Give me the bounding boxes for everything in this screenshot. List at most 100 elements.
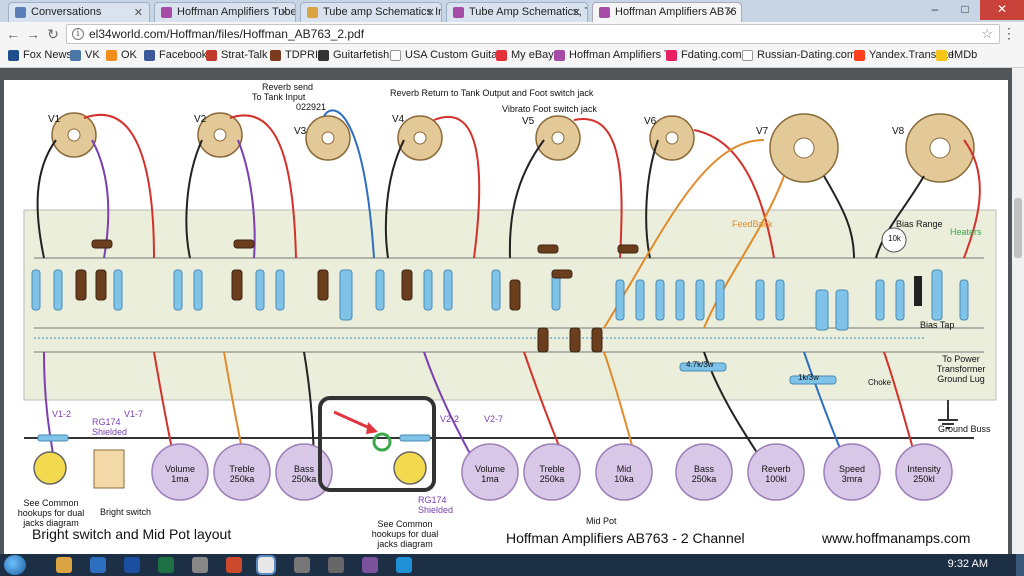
bookmark-label: Fox News — [23, 49, 72, 61]
input-jack-1 — [33, 451, 67, 485]
bookmark-usa-custom-guitars[interactable]: USA Custom Guitars — [390, 49, 506, 61]
excel-icon[interactable] — [158, 557, 174, 573]
media-icon[interactable] — [90, 557, 106, 573]
bookmark-label: Fdating.com — [681, 49, 742, 61]
bookmark-label: USA Custom Guitars — [405, 49, 507, 61]
reload-icon[interactable]: ↻ — [47, 26, 59, 42]
note-power-ground: To Power Transformer Ground Lug — [936, 354, 986, 384]
bookmark-yandex-translate[interactable]: Yandex.Translate — [854, 49, 954, 61]
tab-title: Tube Amp Schematics, T — [469, 6, 588, 18]
page-icon — [390, 50, 401, 61]
menu-icon[interactable]: ⋮ — [1002, 25, 1016, 41]
forward-icon[interactable]: → — [26, 26, 40, 42]
bookmark-ok[interactable]: OK — [106, 49, 137, 61]
bookmark-russian-dating[interactable]: Russian-Dating.com — [742, 49, 856, 61]
note-vibrato: Vibrato Foot switch jack — [502, 104, 597, 114]
ebay-icon — [496, 50, 507, 61]
minimize-button[interactable]: – — [931, 2, 939, 16]
app-icon[interactable] — [294, 557, 310, 573]
close-icon[interactable]: ✕ — [725, 7, 735, 19]
bookmark-label: Yandex.Translate — [869, 49, 954, 61]
tube-label-v2: V2 — [194, 114, 207, 125]
scrollbar[interactable] — [1012, 68, 1024, 554]
tube-label-v5: V5 — [522, 116, 535, 127]
tab-strip: Conversations ✕ Hoffman Amplifiers Tube … — [0, 0, 1024, 23]
highlight-box — [318, 396, 436, 492]
bookmark-label: OK — [121, 49, 137, 61]
note-common-hookups-1: See Common hookups for dual jacks diagra… — [17, 498, 85, 528]
bookmark-strat-talk[interactable]: Strat-Talk — [206, 49, 267, 61]
pot-mid — [595, 443, 653, 501]
bookmark-hoffman[interactable]: Hoffman Amplifiers T — [554, 49, 671, 61]
bookmark-star-icon[interactable]: ☆ — [981, 26, 993, 41]
vk-icon — [70, 50, 81, 61]
bookmark-label: Guitarfetish — [333, 49, 390, 61]
note-v2-2: V2-2 — [440, 414, 460, 424]
address-text: el34world.com/Hoffman/files/Hoffman_AB76… — [89, 27, 365, 41]
bookmark-imdb[interactable]: IMDb — [936, 49, 977, 61]
bookmark-fox-news[interactable]: Fox News — [8, 49, 72, 61]
info-icon[interactable]: i — [72, 28, 84, 40]
show-desktop-button[interactable] — [1016, 554, 1024, 576]
maximize-button[interactable]: □ — [961, 2, 969, 16]
tab-tube-amp-schematics[interactable]: Tube amp Schematics In ✕ — [300, 2, 442, 22]
guitarfetish-icon — [318, 50, 329, 61]
pdf-page: V1 V2 V3 V4 V5 V6 V7 V8 Reverb send To T… — [4, 80, 1008, 554]
note-10k: 10k — [888, 234, 901, 243]
pot-speed — [823, 443, 881, 501]
close-icon[interactable]: ✕ — [425, 7, 435, 19]
word-icon[interactable] — [124, 557, 140, 573]
close-icon[interactable]: ✕ — [571, 7, 581, 19]
chrome-icon[interactable] — [256, 555, 276, 575]
tab-conversations[interactable]: Conversations ✕ — [8, 2, 150, 22]
tab-hoffman-tube[interactable]: Hoffman Amplifiers Tube ✕ — [154, 2, 296, 22]
close-icon[interactable]: ✕ — [279, 7, 289, 19]
bookmark-my-ebay[interactable]: My eBay — [496, 49, 554, 61]
bookmark-fdating[interactable]: Fdating.com — [666, 49, 742, 61]
pdf-viewer[interactable]: V1 V2 V3 V4 V5 V6 V7 V8 Reverb send To T… — [0, 68, 1024, 554]
tab-tube-amp-schematics-2[interactable]: Tube Amp Schematics, T ✕ — [446, 2, 588, 22]
ok-icon — [106, 50, 117, 61]
bookmark-facebook[interactable]: Facebook — [144, 49, 207, 61]
close-window-button[interactable]: ✕ — [980, 0, 1024, 20]
start-button[interactable] — [4, 555, 26, 575]
note-4-7k: 4.7k/3w — [686, 360, 714, 369]
note-ground-buss: Ground Buss — [938, 424, 991, 434]
tab-favicon-icon — [453, 7, 464, 18]
bookmark-label: Hoffman Amplifiers T — [569, 49, 671, 61]
explorer-icon[interactable] — [56, 557, 72, 573]
scrollbar-thumb[interactable] — [1014, 198, 1022, 258]
clock[interactable]: 9:32 AM — [947, 558, 988, 570]
app-icon[interactable] — [226, 557, 242, 573]
amp-layout-diagram — [23, 109, 997, 501]
pot-reverb — [747, 443, 805, 501]
tube-label-v7: V7 — [756, 126, 769, 137]
note-bright-switch: Bright switch — [100, 507, 152, 517]
bookmark-guitarfetish[interactable]: Guitarfetish — [318, 49, 389, 61]
bookmark-vk[interactable]: VK — [70, 49, 100, 61]
footer-website: www.hoffmanamps.com — [822, 530, 971, 546]
bright-switch — [93, 449, 125, 489]
bookmark-label: Russian-Dating.com — [757, 49, 857, 61]
bookmark-label: Strat-Talk — [221, 49, 268, 61]
tab-title: Tube amp Schematics In — [323, 6, 442, 18]
note-1k: 1k/3w — [798, 373, 819, 382]
page-icon — [742, 50, 753, 61]
tab-hoffman-ab763[interactable]: Hoffman Amplifiers AB76 ✕ — [592, 2, 742, 23]
address-bar[interactable]: i el34world.com/Hoffman/files/Hoffman_AB… — [66, 24, 1000, 44]
viber-icon[interactable] — [362, 557, 378, 573]
tube-label-v6: V6 — [644, 116, 657, 127]
app-icon[interactable] — [192, 557, 208, 573]
bookmark-tdpri[interactable]: TDPRI — [270, 49, 318, 61]
bookmark-label: Facebook — [159, 49, 208, 61]
close-icon[interactable]: ✕ — [133, 7, 143, 19]
app-icon[interactable] — [328, 557, 344, 573]
back-icon[interactable]: ← — [6, 26, 20, 42]
skype-icon[interactable] — [396, 557, 412, 573]
tab-favicon-icon — [15, 7, 26, 18]
